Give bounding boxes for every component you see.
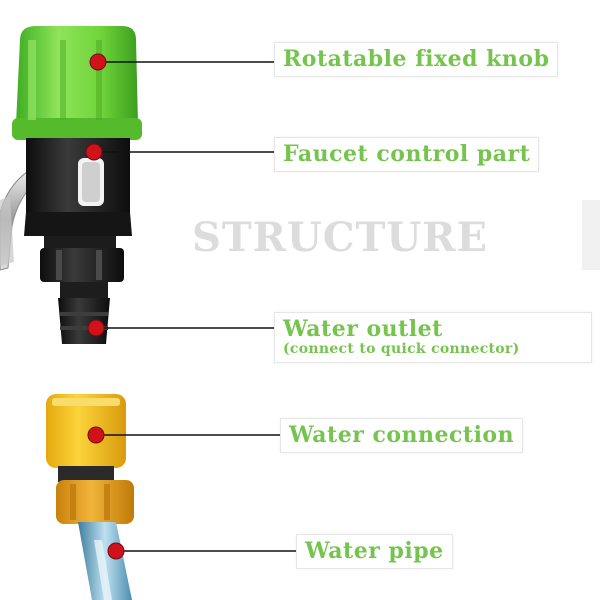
label-water-connection: Water connection: [280, 418, 524, 454]
markers: [85, 53, 125, 560]
label-text: Faucet control part: [283, 141, 531, 167]
label-text: Water pipe: [305, 538, 444, 564]
structure-watermark: STRUCTURE: [192, 214, 488, 261]
marker-faucet: [85, 143, 103, 161]
rotatable-fixed-knob-part: [12, 26, 142, 140]
label-text: Rotatable fixed knob: [283, 46, 550, 72]
label-rotatable-fixed-knob: Rotatable fixed knob: [274, 42, 559, 78]
black-nut: [40, 248, 124, 282]
marker-outlet: [87, 319, 105, 337]
edge-strip: [582, 200, 600, 270]
label-text: Water outlet: [283, 316, 443, 342]
label-subtext: (connect to quick connector): [283, 341, 520, 358]
marker-pipe: [107, 542, 125, 560]
marker-connection: [87, 426, 105, 444]
water-pipe-part: [78, 522, 132, 600]
faucet-control-body: [24, 138, 132, 250]
marker-knob: [89, 53, 107, 71]
label-water-outlet: Water outlet (connect to quick connector…: [274, 312, 592, 363]
water-connection-part: [46, 394, 134, 524]
water-outlet-spigot: [58, 282, 110, 344]
label-faucet-control-part: Faucet control part: [274, 137, 540, 173]
leader-lines: [94, 61, 296, 552]
label-text: Water connection: [289, 422, 515, 448]
label-water-pipe: Water pipe: [296, 534, 453, 570]
